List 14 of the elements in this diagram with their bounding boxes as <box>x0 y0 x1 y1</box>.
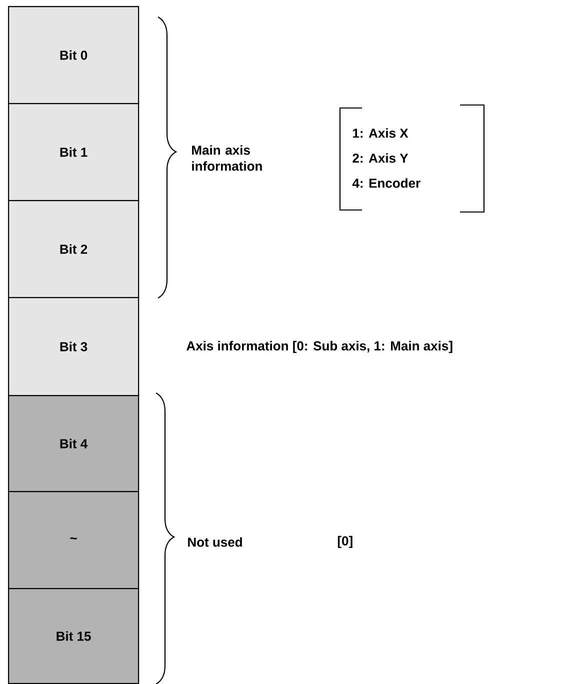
label-text: [0] <box>338 536 352 548</box>
bit-cell: Bit 2 <box>8 200 140 298</box>
bit-cell: Bit 0 <box>8 6 140 104</box>
bit-cell: ~ <box>8 491 140 590</box>
bit-cell: Bit 3 <box>8 297 140 396</box>
label-text: 2: Axis Y <box>352 153 408 163</box>
label-text: 1: Axis X <box>353 128 408 138</box>
label-text: Main axis information <box>192 145 262 171</box>
label-text: 4: Encoder <box>352 178 420 188</box>
bit-cell: Bit 4 <box>8 395 140 492</box>
label-text: Axis information [0: Sub axis, 1: Main axis] <box>186 340 452 354</box>
bit-cell: Bit 1 <box>8 103 140 202</box>
label-text: Not used <box>188 537 242 547</box>
bit-cell: Bit 15 <box>8 588 140 684</box>
